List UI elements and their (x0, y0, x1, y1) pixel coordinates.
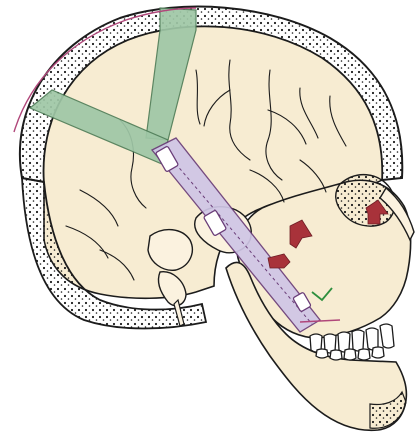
skull-diagram (0, 0, 415, 441)
skull-illustration (0, 0, 415, 441)
